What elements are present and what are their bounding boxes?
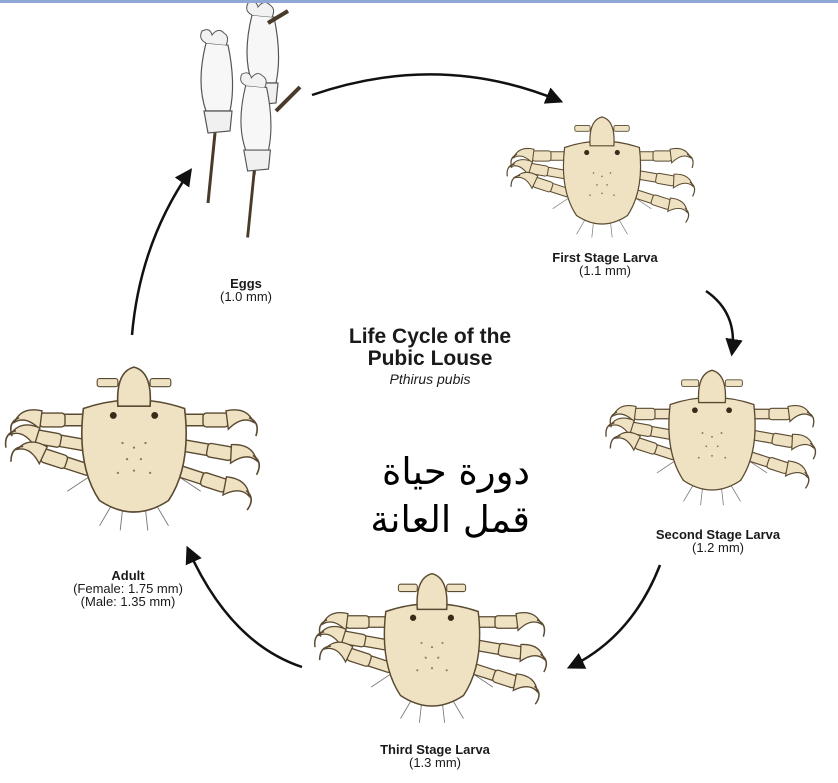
- eggs-illustration: [201, 3, 300, 237]
- third-stage-label: Third Stage Larva (1.3 mm): [350, 743, 520, 769]
- title-line-2: Pubic Louse: [300, 348, 560, 370]
- adult-male-size: (Male: 1.35 mm): [48, 595, 208, 608]
- second-stage-label: Second Stage Larva (1.2 mm): [628, 528, 808, 554]
- arrow-first-to-second: [706, 291, 733, 353]
- eggs-size: (1.0 mm): [200, 290, 292, 303]
- arrow-eggs-to-first: [312, 74, 560, 101]
- eggs-label: Eggs (1.0 mm): [200, 277, 292, 303]
- species-name: Pthirus pubis: [300, 370, 560, 388]
- title-line-1: Life Cycle of the: [300, 326, 560, 348]
- arabic-caption-line-1: دورة حياة: [300, 448, 530, 496]
- diagram-title: Life Cycle of the Pubic Louse Pthirus pu…: [300, 326, 560, 388]
- arabic-caption: دورة حياة قمل العانة: [300, 448, 530, 544]
- second-stage-size: (1.2 mm): [628, 541, 808, 554]
- first-stage-larva-illustration: [506, 117, 697, 238]
- diagram-graphics: [0, 3, 838, 783]
- third-stage-size: (1.3 mm): [350, 756, 520, 769]
- first-stage-size: (1.1 mm): [520, 264, 690, 277]
- second-stage-larva-illustration: [605, 370, 818, 505]
- arrow-second-to-third: [570, 565, 660, 667]
- arrow-adult-to-eggs: [132, 171, 190, 335]
- adult-label: Adult (Female: 1.75 mm) (Male: 1.35 mm): [48, 569, 208, 608]
- adult-illustration: [5, 367, 263, 530]
- arabic-caption-line-2: قمل العانة: [300, 496, 530, 544]
- third-stage-larva-illustration: [314, 574, 549, 723]
- arrow-third-to-adult: [188, 549, 302, 667]
- first-stage-label: First Stage Larva (1.1 mm): [520, 251, 690, 277]
